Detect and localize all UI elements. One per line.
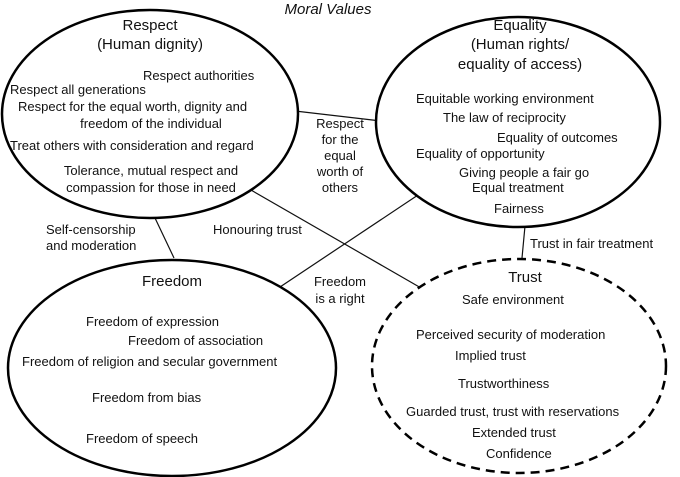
trust-ellipse: [370, 257, 668, 475]
connector-label-respect-equality: others: [321, 180, 359, 195]
equality-ellipse: [374, 15, 662, 229]
trust-heading: Trust: [508, 269, 542, 286]
trust-item: Guarded trust, trust with reservations: [406, 404, 620, 419]
freedom-item: Freedom of association: [128, 333, 264, 348]
trust-item: Safe environment: [462, 292, 564, 307]
respect-item: Treat others with consideration and rega…: [10, 138, 254, 153]
freedom-item: Freedom from bias: [92, 390, 202, 405]
freedom-item: Freedom of religion and secular governme…: [22, 354, 278, 369]
equality-subheading-1: (Human rights/: [470, 36, 570, 53]
equality-item: Equal treatment: [472, 180, 564, 195]
respect-ellipse: [0, 8, 300, 220]
connector-label-equality-freedom: is a right: [315, 291, 365, 306]
connector-respect-freedom: [154, 217, 175, 259]
respect-heading: Respect: [122, 17, 178, 34]
trust-item: Perceived security of moderation: [416, 327, 606, 342]
connector-equality-trust: [521, 225, 526, 259]
equality-item: The law of reciprocity: [443, 110, 566, 125]
connector-label-respect-equality: equal: [324, 148, 356, 163]
respect-item: Respect authorities: [143, 68, 255, 83]
trust-item: Confidence: [486, 446, 552, 461]
diagram-title: Moral Values: [284, 1, 372, 18]
connector-label-equality-trust: Trust in fair treatment: [530, 236, 654, 251]
freedom-ellipse: [6, 258, 338, 477]
trust-item: Extended trust: [472, 425, 556, 440]
freedom-heading: Freedom: [141, 273, 203, 290]
respect-item: compassion for those in need: [66, 180, 236, 195]
connector-label-respect-freedom: and moderation: [46, 238, 137, 253]
connector-label-equality-freedom: Freedom: [313, 274, 367, 289]
respect-item: Respect all generations: [10, 82, 146, 97]
equality-item: Giving people a fair go: [459, 165, 590, 180]
equality-subheading-2: equality of access): [457, 56, 583, 73]
respect-item: Respect for the equal worth, dignity and: [18, 99, 248, 114]
respect-item: freedom of the individual: [80, 116, 222, 131]
trust-item: Trustworthiness: [458, 376, 550, 391]
trust-item: Implied trust: [455, 348, 526, 363]
connector-label-respect-trust: Honouring trust: [213, 222, 302, 237]
freedom-item: Freedom of expression: [86, 314, 219, 329]
freedom-item: Freedom of speech: [86, 431, 199, 446]
connector-respect-equality: [294, 110, 382, 122]
equality-item: Equality of outcomes: [497, 130, 618, 145]
connector-equality-freedom: [279, 194, 419, 288]
connector-label-respect-equality: for the: [321, 132, 359, 147]
connector-respect-trust: [243, 185, 429, 293]
connector-label-respect-freedom: Self-censorship: [46, 222, 136, 237]
equality-item: Equality of opportunity: [416, 146, 545, 161]
equality-heading: Equality: [493, 17, 547, 34]
connector-label-respect-equality: Respect: [316, 116, 364, 131]
respect-item: Tolerance, mutual respect and: [63, 163, 239, 178]
equality-item: Equitable working environment: [416, 91, 594, 106]
equality-item: Fairness: [494, 201, 544, 216]
connector-label-respect-equality: worth of: [316, 164, 364, 179]
respect-subheading: (Human dignity): [97, 36, 203, 53]
